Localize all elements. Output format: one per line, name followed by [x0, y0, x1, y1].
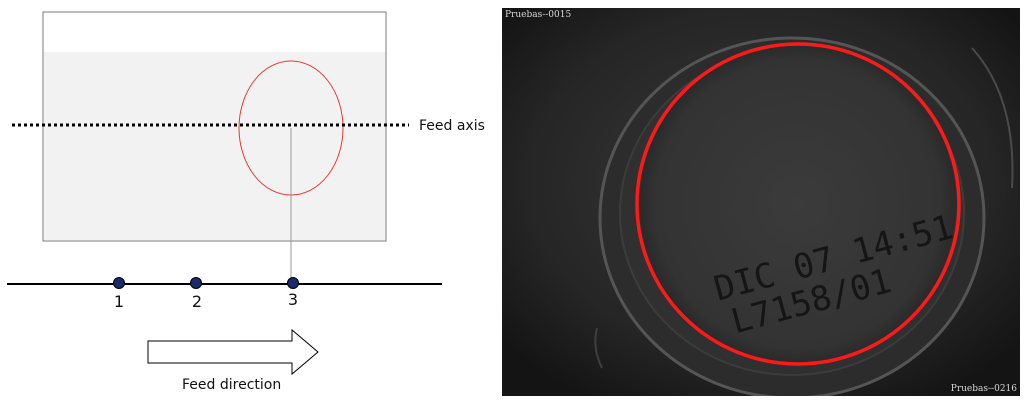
camera-label-top-left: Pruebas--0015: [505, 10, 572, 20]
can-lid: [640, 44, 956, 364]
feed-direction-label: Feed direction: [182, 377, 281, 393]
position-label-2: 2: [192, 292, 202, 311]
detected-circle: [635, 42, 961, 366]
camera-image: DIC 07 14:51 L7158/01 Pruebas--0015 Prue…: [502, 8, 1020, 396]
feed-axis-label: Feed axis: [419, 118, 485, 134]
camera-image-drawing: DIC 07 14:51 L7158/01: [502, 8, 1020, 396]
reflection-right: [971, 47, 1014, 189]
camera-frame-shaded-area: [44, 52, 385, 240]
position-point-2: [190, 277, 202, 289]
position-label-1: 1: [114, 292, 124, 311]
feed-direction-arrow-icon: [147, 328, 319, 376]
feed-diagram: Feed axis 1 2 3 Feed direction: [7, 11, 485, 393]
position-label-3: 3: [288, 290, 298, 309]
reflection-left: [594, 327, 603, 369]
position-point-1: [113, 277, 125, 289]
position-point-3: [287, 277, 299, 289]
camera-label-bottom-right: Pruebas--0216: [950, 384, 1017, 394]
